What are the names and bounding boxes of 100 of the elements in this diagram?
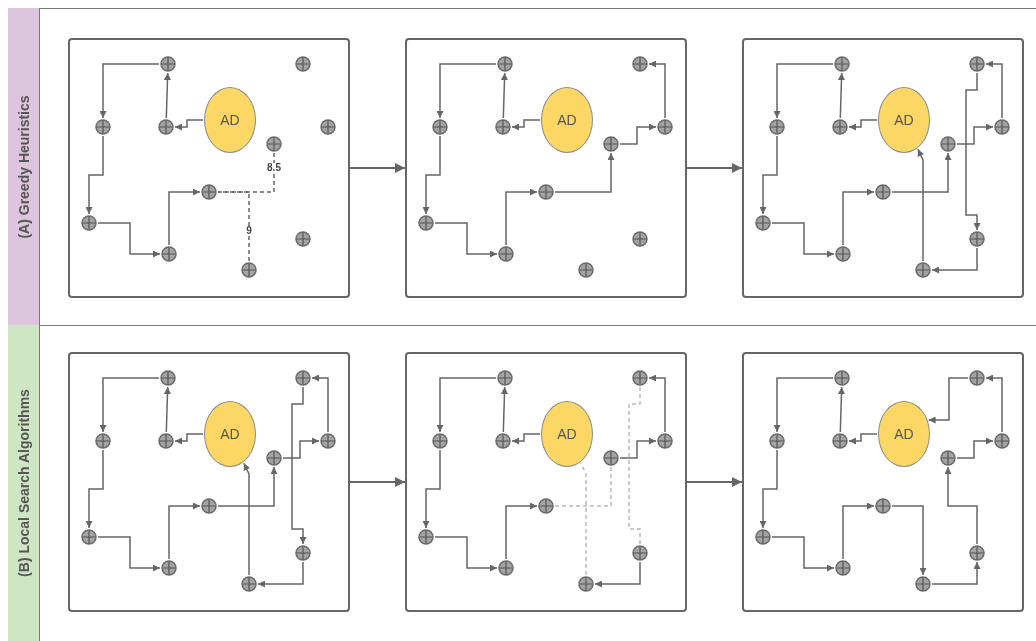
arrow [917,148,925,262]
arrow [174,433,204,445]
connector-line [217,152,275,193]
arrow [168,188,201,246]
arrow [619,437,657,459]
connector-line [554,466,612,507]
arrow [686,163,743,173]
crossed-circle [657,433,673,449]
ellipse-node: AD [541,401,593,467]
row-label: (B) Local Search Algorithms [14,389,33,577]
arrow [243,462,251,576]
ellipse-node: AD [204,401,256,467]
crossed-circle [161,560,177,576]
arrow [99,377,160,433]
crossed-circle [755,215,771,231]
arrow [842,188,875,246]
arrow [944,466,978,545]
crossed-circle [495,119,511,135]
crossed-circle [578,576,594,592]
crossed-circle [538,184,554,200]
crossed-circle [320,433,336,449]
arrow [511,433,541,445]
crossed-circle [657,119,673,135]
edge-label: 9 [245,226,253,236]
crossed-circle [320,119,336,135]
crossed-circle [834,370,850,386]
crossed-circle [495,433,511,449]
crossed-circle [158,119,174,135]
crossed-circle [81,215,97,231]
crossed-circle [432,119,448,135]
arrow [257,561,304,588]
crossed-circle [915,262,931,278]
arrow [648,374,666,433]
arrow [291,386,307,545]
row-label: (A) Greedy Heuristics [14,94,33,239]
crossed-circle [994,433,1010,449]
crossed-circle [835,246,851,262]
arrow [594,561,641,588]
row-band [8,325,40,641]
crossed-circle [432,433,448,449]
crossed-circle [603,450,619,466]
arrow [97,222,161,258]
ellipse-node: AD [204,87,256,153]
arrow [771,222,835,258]
crossed-circle [834,56,850,72]
arrow [771,536,835,572]
crossed-circle [835,560,851,576]
arrow [434,222,498,258]
panel [405,38,687,298]
arrow [168,502,201,560]
arrow [759,449,778,529]
crossed-circle [940,136,956,152]
arrow [891,152,952,193]
crossed-circle [832,433,848,449]
crossed-circle [769,119,785,135]
crossed-circle [295,56,311,72]
crossed-circle [95,119,111,135]
arrow [164,72,171,119]
arrow [99,63,160,119]
arrow [349,163,406,173]
arrow [931,561,981,585]
crossed-circle [875,498,891,514]
crossed-circle [969,56,985,72]
crossed-circle [81,529,97,545]
arrow [85,449,104,529]
arrow [838,386,845,433]
arrow [505,502,538,560]
ellipse-node: AD [878,87,930,153]
arrow [842,502,875,560]
arrow [891,505,927,576]
crossed-circle [241,576,257,592]
arrow [956,437,994,459]
arrow [436,377,497,433]
crossed-circle [161,246,177,262]
crossed-circle [969,545,985,561]
arrow [85,135,104,215]
arrow [349,477,406,487]
arrow [773,377,834,433]
arrow [931,247,978,274]
crossed-circle [498,246,514,262]
arrow [434,536,498,572]
crossed-circle [266,136,282,152]
crossed-circle [497,370,513,386]
crossed-circle [632,56,648,72]
crossed-circle [632,545,648,561]
arrow [619,123,657,145]
arrow [217,466,278,507]
crossed-circle [940,450,956,466]
crossed-circle [160,56,176,72]
crossed-circle [295,370,311,386]
crossed-circle [418,529,434,545]
crossed-circle [578,262,594,278]
panel [742,352,1024,612]
crossed-circle [994,119,1010,135]
arrow [311,374,329,433]
arrow [773,63,834,119]
panel [742,38,1024,298]
crossed-circle [632,231,648,247]
connector-line [580,462,587,576]
arrow [174,119,204,131]
